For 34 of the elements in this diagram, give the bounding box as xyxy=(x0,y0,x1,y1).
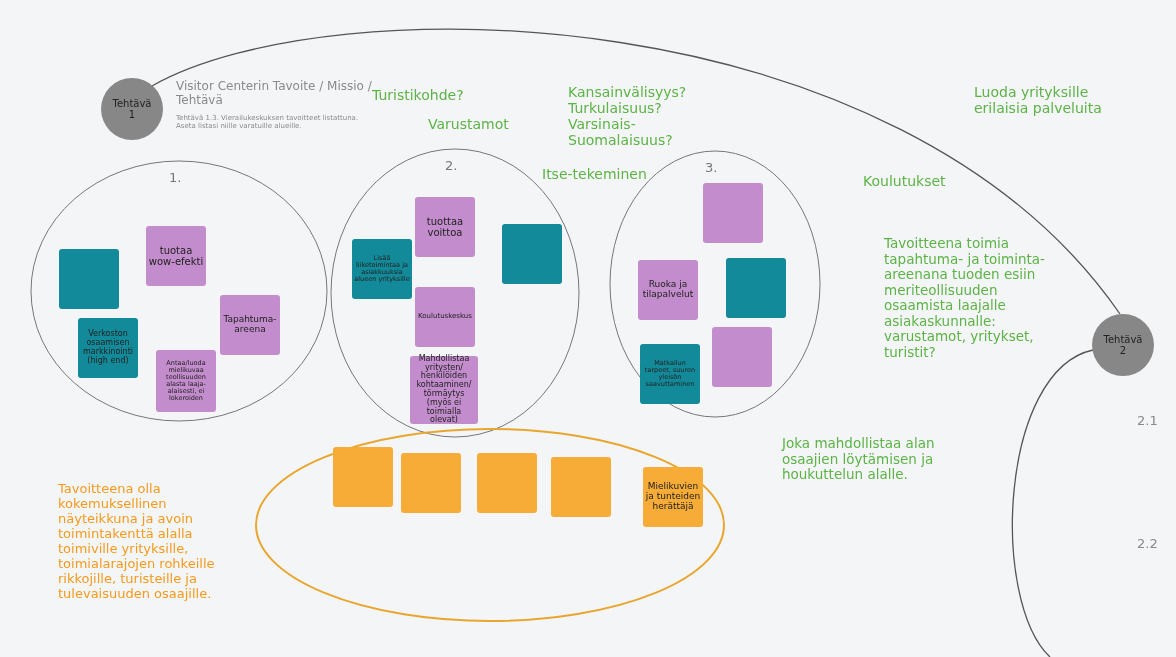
connector-line xyxy=(151,28,1121,315)
sticky-note: Verkoston osaamisen markkinointi (high end) xyxy=(78,318,138,378)
note-text: Joka mahdollistaa alan osaajien löytämisen ja houkuttelun alalle. xyxy=(782,436,936,483)
group-number: 1. xyxy=(169,170,182,185)
sticky-note: Mielikuvien ja tunteiden herättäjä xyxy=(643,467,703,527)
task-circle: Tehtävä 1 xyxy=(101,78,163,140)
group-number: 2. xyxy=(445,158,458,173)
sticky-note xyxy=(333,447,393,507)
sticky-note: Ruoka ja tilapalvelut xyxy=(638,260,698,320)
group-number: 3. xyxy=(705,160,718,175)
sticky-note: tuottaa voittoa xyxy=(415,197,475,257)
section-number: 2.2 xyxy=(1137,537,1159,552)
sticky-note xyxy=(477,453,537,513)
note-text: Turistikohde? xyxy=(372,87,465,104)
note-text: Kansainvälisyys? Turkulaisuus? Varsinais-Suomalaisuus? xyxy=(568,84,688,149)
sticky-note xyxy=(703,183,763,243)
sticky-note xyxy=(712,327,772,387)
sticky-note xyxy=(401,453,461,513)
sticky-note xyxy=(59,249,119,309)
note-text: Tavoitteena toimia tapahtuma- ja toiminta-areenana tuoden esiin meriteollisuuden osaamista laajalle asiakaskunnalle: varustamot, yritykset, turistit? xyxy=(884,236,1046,361)
sticky-note xyxy=(551,457,611,517)
sticky-note: tuotaa wow-efekti xyxy=(146,226,206,286)
note-text: Varustamot xyxy=(428,116,510,133)
note-text: Tavoitteena olla kokemuksellinen näyteikkuna ja avoin toimintakenttä alalla toimiville yrityksille, toimialarajojen rohkeille rikkojille, turisteille ja tulevaisuuden osaajille. xyxy=(58,482,216,602)
sticky-note: Tapahtuma-areena xyxy=(220,295,280,355)
connector-line xyxy=(1011,349,1094,657)
sticky-note xyxy=(726,258,786,318)
note-text: Itse-tekeminen xyxy=(542,166,648,183)
task-circle: Tehtävä 2 xyxy=(1092,314,1154,376)
note-text: Luoda yrityksille erilaisia palveluita xyxy=(974,84,1103,117)
note-text: Koulutukset xyxy=(863,173,947,190)
sticky-note: Mahdollistaa yritysten/ henkilöiden kohtaaminen/ törmäytys (myös ei toimialla olevat) xyxy=(410,356,478,424)
section-number: 2.1 xyxy=(1137,414,1159,429)
sticky-note xyxy=(502,224,562,284)
